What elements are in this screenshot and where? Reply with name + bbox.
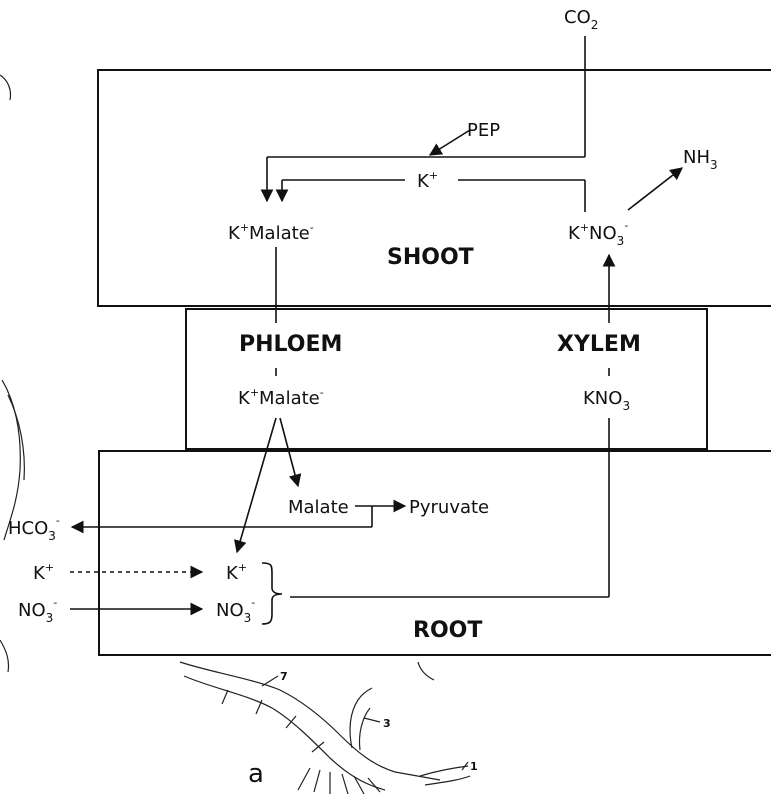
nh3-arrow bbox=[627, 167, 684, 211]
shoot-k-malate: K+Malate- bbox=[228, 221, 314, 244]
transport-box bbox=[185, 308, 708, 450]
internal-k: K+ bbox=[226, 561, 247, 584]
hco3-label: HCO3- bbox=[8, 514, 60, 543]
sketch-label-1: 1 bbox=[470, 760, 478, 773]
sketch-label-3: 3 bbox=[383, 717, 391, 730]
external-k: K+ bbox=[33, 561, 54, 584]
panel-letter: a bbox=[248, 759, 264, 789]
k-plus-label: K+ bbox=[417, 169, 438, 192]
xylem-kno3: KNO3 bbox=[583, 388, 630, 413]
co2-label: CO2 bbox=[564, 7, 598, 32]
root-box bbox=[98, 450, 771, 656]
malate-release-arrow bbox=[279, 417, 302, 488]
root-pyruvate: Pyruvate bbox=[409, 497, 489, 518]
sketch-label-7: 7 bbox=[280, 670, 288, 683]
plant-sketch bbox=[0, 74, 471, 795]
xylem-title: XYLEM bbox=[557, 332, 641, 357]
ion-brace bbox=[261, 562, 283, 625]
k-release-arrow bbox=[234, 417, 277, 554]
pep-label: PEP bbox=[467, 120, 500, 141]
nh3-label: NH3 bbox=[683, 147, 718, 172]
shoot-k-no3: K+NO3- bbox=[568, 219, 628, 248]
internal-no3: NO3- bbox=[216, 596, 255, 625]
phloem-title: PHLOEM bbox=[239, 332, 342, 357]
shoot-box bbox=[97, 69, 771, 307]
shoot-title: SHOOT bbox=[387, 245, 474, 270]
root-title: ROOT bbox=[413, 618, 482, 643]
root-malate: Malate bbox=[288, 497, 349, 518]
pep-arrow bbox=[428, 129, 471, 156]
phloem-k-malate: K+Malate- bbox=[238, 386, 324, 409]
external-no3: NO3- bbox=[18, 596, 57, 625]
